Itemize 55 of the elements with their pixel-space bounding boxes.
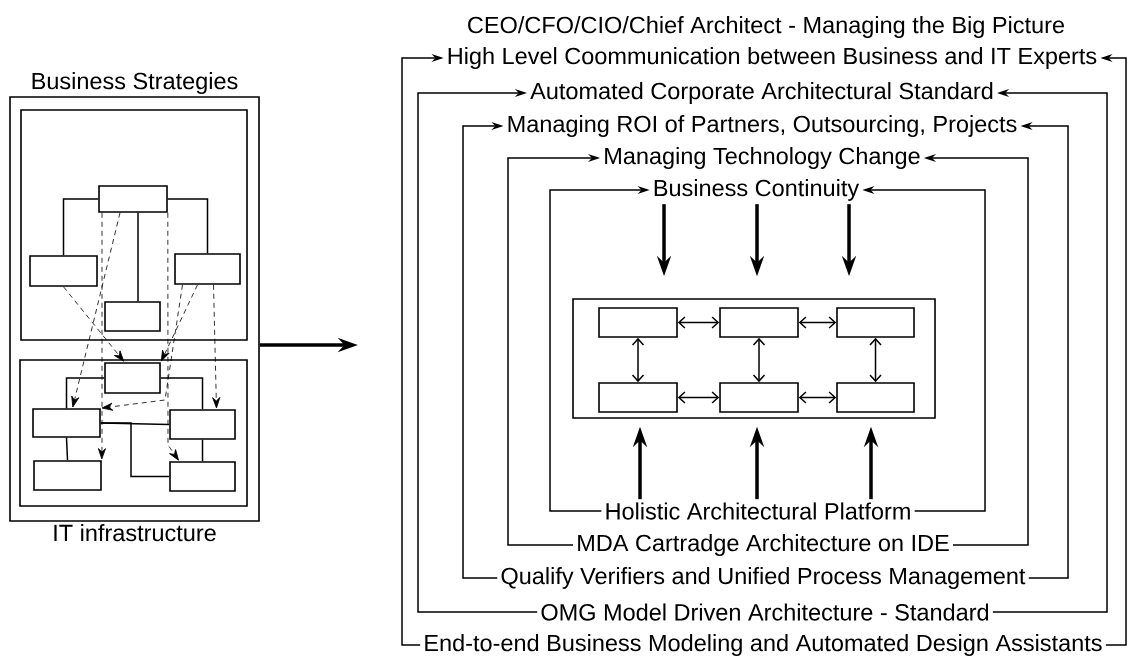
connector-line [100,422,170,478]
arrow [677,316,720,329]
arrow [869,337,882,383]
process-box [719,307,799,338]
connector-line [62,198,99,256]
arrow [417,88,538,613]
stage-label: High Level Coommunication between Business and IT Experts [448,47,1097,69]
dashed-arrow [97,212,106,460]
process-box [719,382,799,413]
arrow [631,337,645,383]
process-box [598,382,678,413]
dashed-arrow [71,212,121,408]
title: CEO/CFO/CIO/Chief Architect - Managing the Big Picture [468,16,1064,38]
dashed-arrow [160,284,198,362]
process-box [104,301,161,332]
process-box [33,460,102,491]
connector-line [65,437,69,461]
stage-label: Business Continuity [654,179,860,201]
arrow [677,391,720,404]
process-box [29,255,98,287]
container-box [20,109,248,341]
process-box [98,185,168,213]
arrow [798,316,837,329]
process-box [104,362,161,394]
arrow [752,337,766,383]
process-box [169,461,236,492]
dashed-arrow [167,212,179,461]
stage-label: MDA Cartradge Architecture on IDE [578,534,949,556]
node-label: Business Strategies [32,72,238,94]
process-box [836,382,915,413]
container-box: Business Strategies IT infrastructure [9,72,260,542]
stage-label: Automated Corporate Architectural Standard [530,82,993,104]
stage-label: OMG Model Driven Architecture - Standard [541,603,989,621]
container-box [572,298,936,419]
stage-label: Managing ROI of Partners, Outsourcing, Projects [508,115,1017,137]
process-box [32,408,101,438]
stage-label: Managing Technology Change [605,147,920,169]
dashed-arrow [63,286,125,362]
connector-line [167,198,209,254]
stage-label: End-to-end Business Modeling and Automated Design Assistants [425,634,1102,656]
process-box [174,253,241,285]
process-box [836,307,915,338]
process-box [169,409,236,440]
node-label: IT infrastructure [54,524,216,542]
connector-line [65,377,105,409]
container-box [19,359,248,507]
connector-line [160,377,204,410]
process-box [598,307,678,338]
stage-label: Qualify Verifiers and Unified Process Management [501,567,1026,589]
dashed-arrow [212,284,221,409]
stage-label: Holistic Architectural Platform [606,502,910,520]
dashed-arrow [101,284,183,411]
arrow [798,391,837,404]
connector-line [201,439,204,462]
connector-line [137,212,139,302]
